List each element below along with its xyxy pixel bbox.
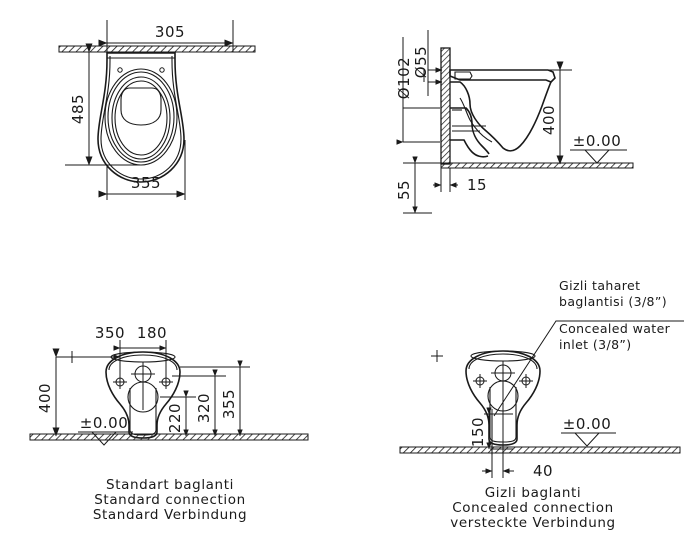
plan-dim-485: 485: [65, 43, 140, 166]
plan-dim-355-label: 355: [131, 174, 161, 192]
side-dim-15-label: 15: [467, 176, 487, 194]
front-concealed-dim-40: 40: [482, 453, 553, 480]
caption-concealed-de: versteckte Verbindung: [450, 515, 615, 531]
front-dim-400: 400: [36, 348, 72, 437]
plan-dim-305-label: 305: [155, 23, 185, 41]
front-concealed-dim-150-label: 150: [469, 417, 487, 447]
front-standard-datum-symbol: ±0.00: [78, 414, 133, 446]
front-standard-caption: Standart baglanti Standard connection St…: [93, 477, 247, 523]
concealed-inlet-annotation: Gizli taharet baglantisi (3/8”) Conceale…: [559, 278, 671, 352]
side-datum-symbol: ±0.00: [570, 132, 627, 164]
caption-standard-tr: Standart baglanti: [106, 477, 234, 493]
side-dim-55-label: 55: [395, 180, 413, 200]
caption-standard-de: Standard Verbindung: [93, 507, 247, 523]
side-dim-dia55: Ø55: [412, 30, 443, 96]
side-wall: [440, 47, 451, 165]
reference-crosshair-concealed: [431, 350, 443, 362]
fixing-mark-left-concealed: [473, 374, 487, 388]
plan-view-group: 305 485 355: [58, 20, 256, 200]
side-dim-400: 400: [540, 61, 572, 165]
caption-concealed-en: Concealed connection: [452, 500, 614, 516]
front-dim-180-label: 180: [137, 324, 167, 342]
front-concealed-dim-150: 150: [469, 407, 513, 450]
annotation-en-line1: Concealed water: [559, 321, 671, 336]
front-dim-220-label: 220: [166, 403, 184, 433]
front-standard-datum-label: ±0.00: [80, 414, 128, 432]
side-floor-band: [440, 162, 634, 169]
front-dim-220: 220: [160, 390, 196, 437]
fixing-mark-right-concealed: [519, 374, 533, 388]
front-dim-400-label: 400: [36, 383, 54, 413]
front-dim-355-label: 355: [220, 389, 238, 419]
caption-concealed-tr: Gizli baglanti: [485, 485, 582, 501]
side-dim-dia102-label: Ø102: [395, 57, 413, 99]
front-concealed-caption: Gizli baglanti Concealed connection vers…: [450, 485, 615, 531]
front-dim-320: 320: [172, 369, 226, 437]
wc-front-outline-concealed: [465, 350, 541, 455]
front-dim-180: 180: [113, 324, 167, 384]
plan-dim-305: 305: [98, 20, 234, 52]
front-concealed-floor-band: [399, 446, 681, 454]
side-dim-400-label: 400: [540, 105, 558, 135]
plan-dim-355: 355: [98, 140, 186, 200]
wc-plan-outline: [97, 52, 185, 183]
front-standard-floor-band: [29, 433, 309, 441]
plan-dim-485-label: 485: [69, 94, 87, 124]
front-concealed-datum-label: ±0.00: [563, 415, 611, 433]
front-concealed-dim-40-label: 40: [533, 462, 553, 480]
side-dim-15: 15: [433, 168, 487, 194]
annotation-tr-line1: Gizli taharet: [559, 278, 640, 293]
side-view-group: Ø102 Ø55 400 15: [395, 30, 634, 214]
side-dim-55: 55: [395, 156, 441, 214]
annotation-leader-line: [493, 320, 684, 417]
side-datum-label: ±0.00: [573, 132, 621, 150]
plan-wall-band: [58, 45, 256, 53]
annotation-en-line2: inlet (3/8”): [559, 337, 632, 352]
wc-side-profile: [449, 69, 556, 158]
front-dim-355: 355: [180, 360, 250, 437]
front-dim-350-label: 350: [95, 324, 125, 342]
side-dim-dia102: Ø102: [395, 37, 440, 145]
front-dim-320-label: 320: [195, 393, 213, 423]
side-dim-dia55-label: Ø55: [412, 46, 430, 78]
front-concealed-group: Gizli taharet baglantisi (3/8”) Conceale…: [399, 278, 684, 531]
annotation-tr-line2: baglantisi (3/8”): [559, 294, 667, 309]
front-concealed-datum-symbol: ±0.00: [561, 415, 616, 447]
front-standard-group: 350 180 400 220: [29, 324, 309, 523]
caption-standard-en: Standard connection: [94, 492, 246, 508]
